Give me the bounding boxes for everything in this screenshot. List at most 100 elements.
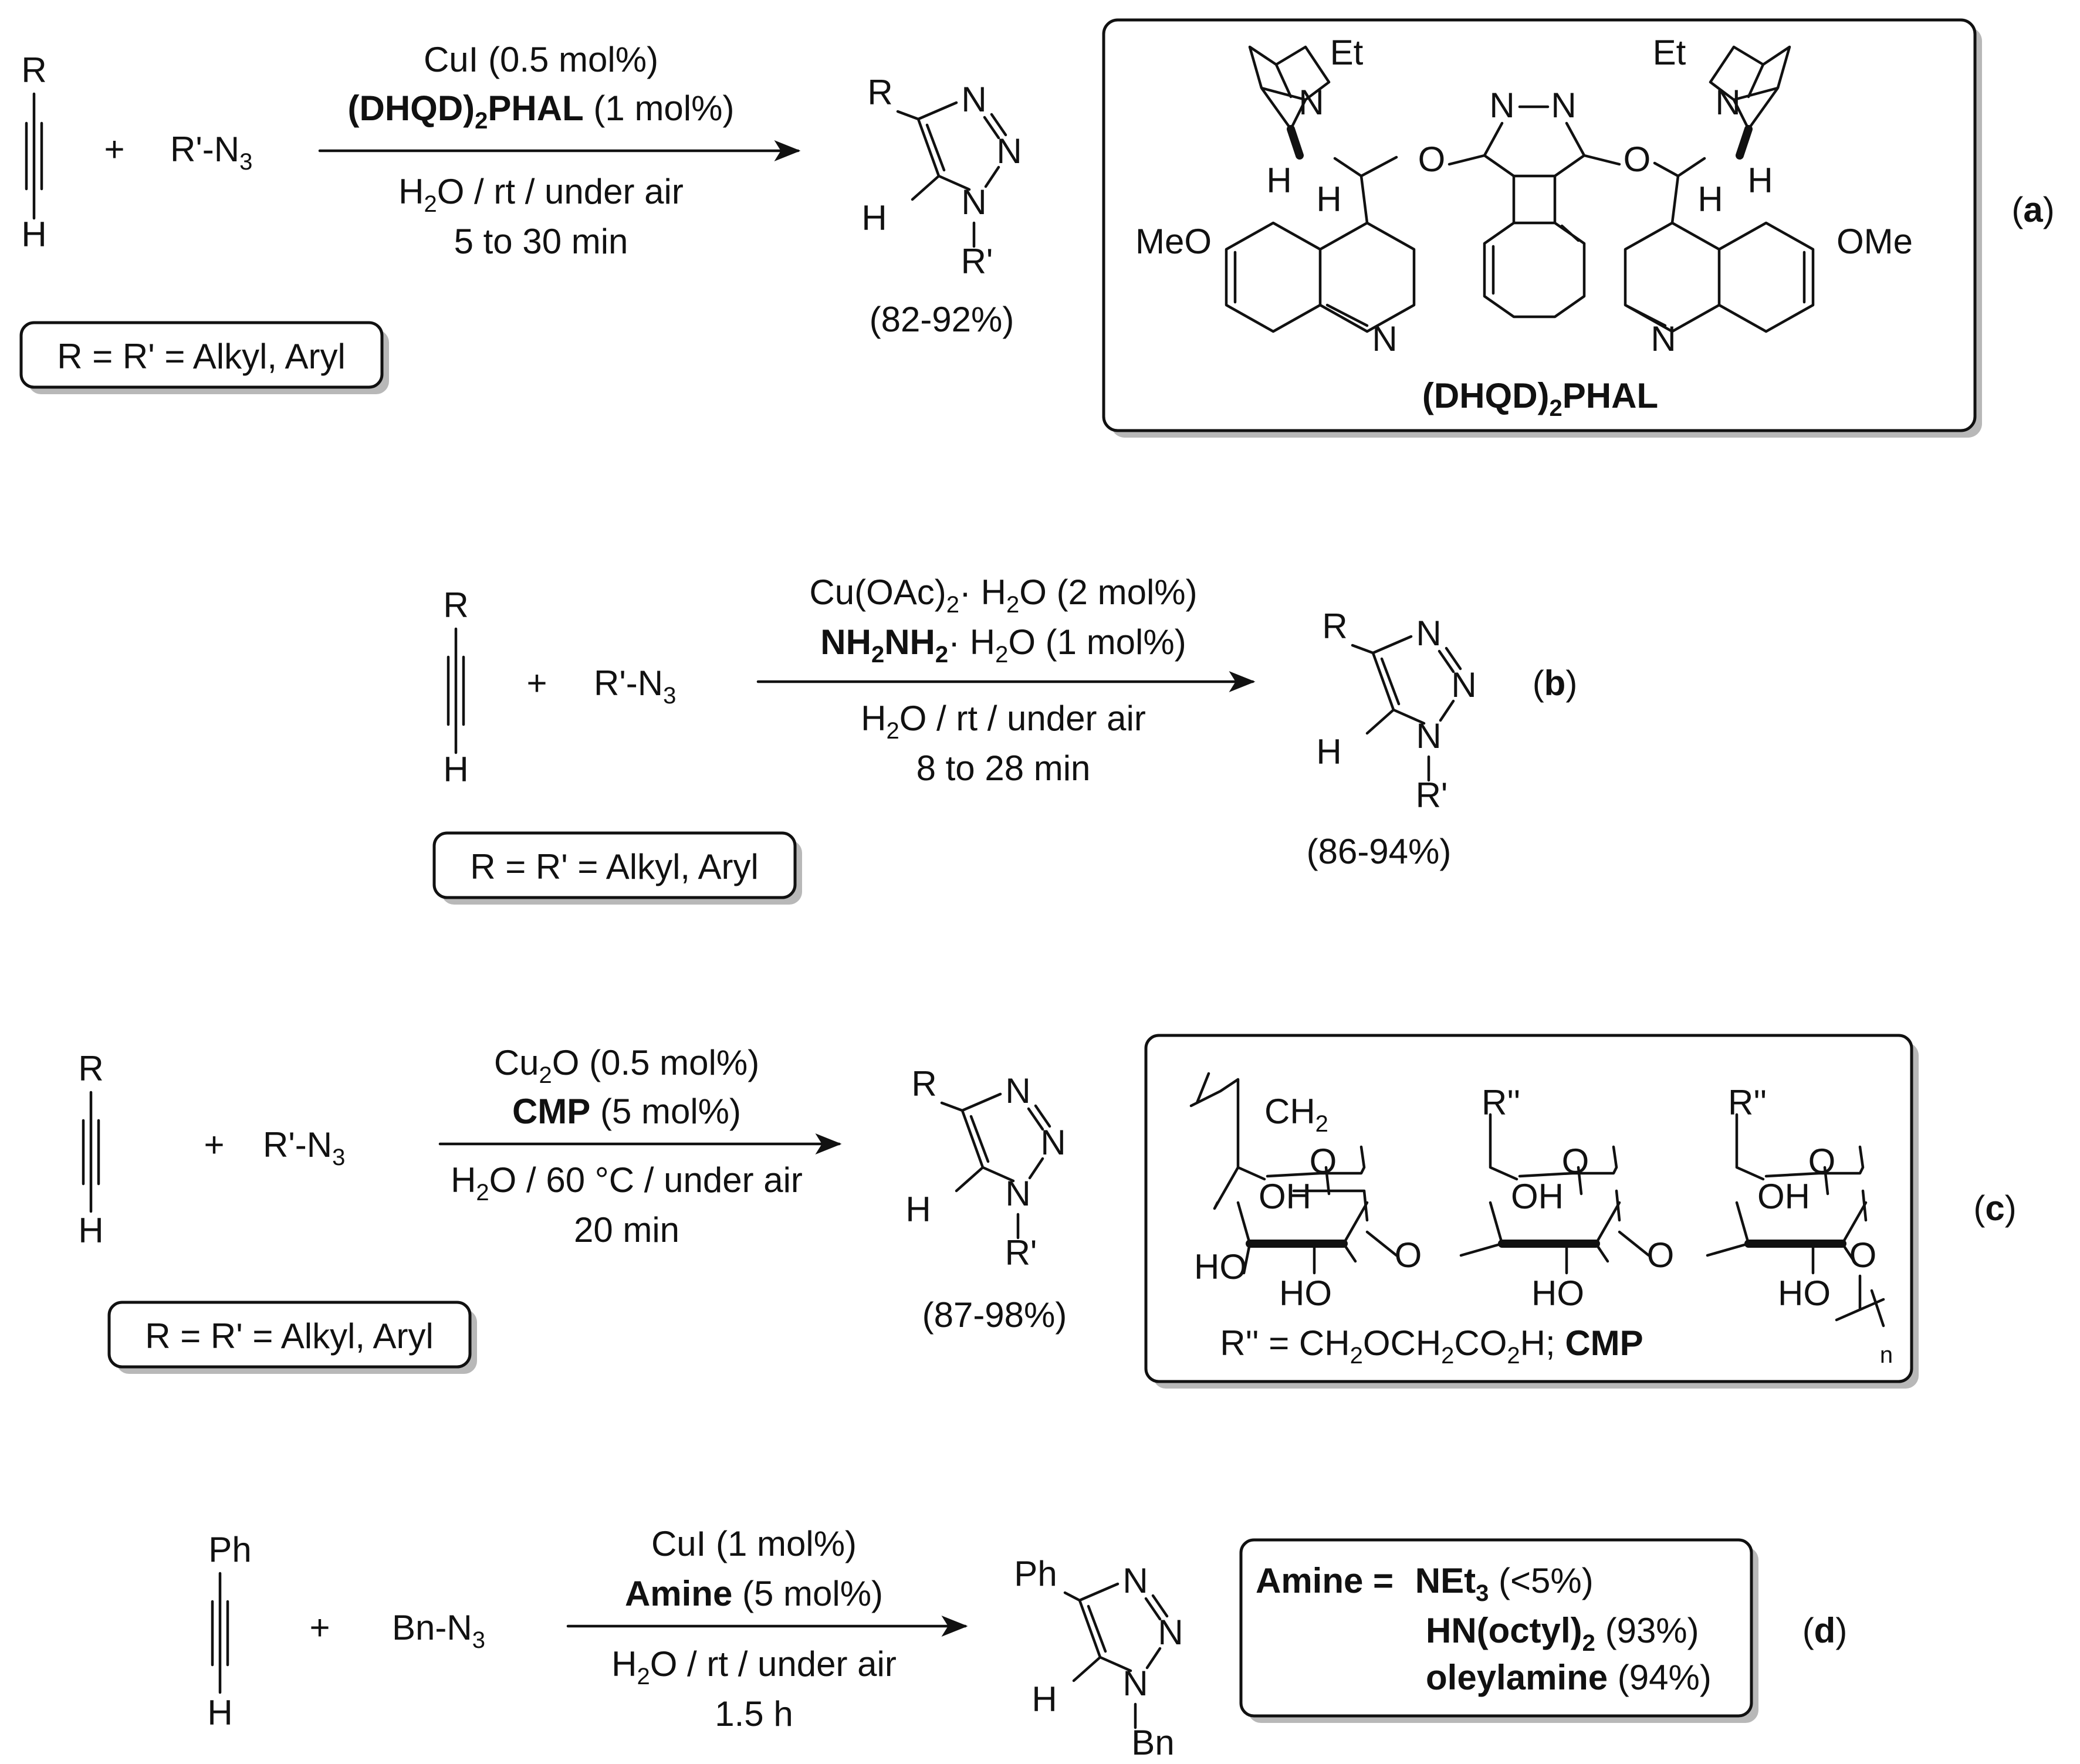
- triazole-n2: N: [996, 131, 1022, 171]
- condition-catalyst: CuI (0.5 mol%): [424, 40, 658, 79]
- condition-solvent: H2O / rt / under air: [398, 172, 684, 217]
- condition-ligand: (DHQD)2PHAL (1 mol%): [348, 89, 735, 134]
- sugar-unit-1: CH2 O OH HO HO: [1189, 1072, 1398, 1313]
- amine-box: [1239, 1538, 1753, 1718]
- alkyne-d: Ph H: [207, 1530, 251, 1732]
- oh-label: OH: [1757, 1177, 1810, 1216]
- scope-label: R = R' = Alkyl, Aryl: [57, 337, 346, 376]
- ring-o: O: [1808, 1142, 1836, 1181]
- triazole-product-c: R N N N H R': [905, 1064, 1066, 1272]
- azide-reagent: Bn-N3: [392, 1608, 485, 1653]
- h-right-2: H: [1697, 180, 1723, 219]
- scope-label: R = R' = Alkyl, Aryl: [145, 1316, 434, 1356]
- scope-box-c: [107, 1301, 472, 1369]
- quinuclidine-n-left: N: [1298, 83, 1324, 122]
- product-rprime-label: R': [1005, 1233, 1037, 1272]
- condition-support: CMP (5 mol%): [512, 1092, 741, 1131]
- ch2-label: CH2: [1264, 1092, 1328, 1137]
- dhqd2phal-structure: Et N H H O N MeO N N O Et N H H: [1135, 33, 1913, 421]
- triazole-n1: N: [1005, 1071, 1030, 1110]
- alkyne-a: R H: [21, 50, 46, 254]
- triazole-n1: N: [1122, 1561, 1148, 1600]
- alkyne-top-label: Ph: [208, 1530, 251, 1569]
- product-ph-label: Ph: [1014, 1554, 1057, 1593]
- scope-box-a: [19, 321, 384, 389]
- triazole-n1: N: [961, 80, 986, 119]
- alkyne-c: R H: [78, 1049, 103, 1250]
- alkyne-top-label: R: [21, 50, 46, 90]
- sugar-unit-2: R'' O OH HO: [1459, 1083, 1651, 1313]
- condition-time: 20 min: [574, 1210, 679, 1250]
- terminal-o: O: [1849, 1235, 1877, 1275]
- panel-tag-d: (d): [1802, 1611, 1848, 1650]
- yield-b: (86-94%): [1307, 832, 1452, 871]
- amine-row-3: oleylamine (94%): [1426, 1658, 1712, 1697]
- oh-label: OH: [1259, 1177, 1311, 1216]
- ethyl-right: Et: [1653, 33, 1686, 72]
- condition-time: 8 to 28 min: [916, 749, 1091, 788]
- azide-reagent: R'-N3: [263, 1125, 345, 1170]
- condition-solvent: H2O / rt / under air: [861, 699, 1146, 744]
- alkyne-bottom-label: H: [21, 215, 46, 254]
- product-r-label: R: [911, 1064, 936, 1103]
- ho-label: HO: [1279, 1274, 1332, 1313]
- h-right-1: H: [1747, 161, 1773, 200]
- panel-d: Ph H + Bn-N3 CuI (1 mol%) Amine (5 mol%)…: [207, 1524, 1847, 1762]
- triazole-n3: N: [1005, 1174, 1030, 1213]
- triazole-n1: N: [1416, 614, 1441, 653]
- triazole-n2: N: [1040, 1123, 1066, 1162]
- ho-label: HO: [1778, 1274, 1831, 1313]
- cmp-structure: CH2 O OH HO HO O R'' O OH HO O R'': [1189, 1072, 1893, 1369]
- condition-catalyst: Cu2O (0.5 mol%): [494, 1043, 759, 1088]
- product-r-label: R: [1322, 607, 1347, 646]
- oh-label: OH: [1511, 1177, 1564, 1216]
- rpp-label: R'': [1482, 1083, 1520, 1122]
- product-h-label: H: [905, 1190, 931, 1229]
- yield-a: (82-92%): [870, 300, 1014, 339]
- phthalazine-n1: N: [1489, 86, 1514, 125]
- cmp-definition: R'' = CH2OCH2CO2H; CMP: [1220, 1323, 1643, 1369]
- ho-label: HO: [1194, 1247, 1247, 1286]
- plus-sign: +: [104, 130, 124, 169]
- quinuclidine-n-right: N: [1715, 83, 1740, 122]
- product-rprime-label: R': [1416, 776, 1448, 815]
- panel-b: R H + R'-N3 Cu(OAc)2· H2O (2 mol%) NH2NH…: [432, 573, 1578, 905]
- condition-solvent: H2O / 60 °C / under air: [451, 1160, 803, 1206]
- triazole-product-b: R N N N H R': [1316, 607, 1476, 815]
- repeat-n: n: [1880, 1342, 1893, 1368]
- ring-o: O: [1310, 1142, 1337, 1181]
- triazole-n2: N: [1158, 1613, 1183, 1652]
- alkyne-b: R H: [443, 585, 468, 789]
- alkyne-top-label: R: [443, 585, 468, 625]
- amine-row-1: Amine = NEt3 (<5%): [1256, 1561, 1594, 1606]
- alkyne-bottom-label: H: [443, 750, 468, 789]
- triazole-product-d: Ph N N N H Bn: [1014, 1554, 1183, 1762]
- triazole-n2: N: [1451, 665, 1476, 705]
- scope-box-b: [432, 831, 797, 899]
- alkyne-bottom-label: H: [78, 1211, 103, 1250]
- rpp-label: R'': [1728, 1083, 1767, 1122]
- panel-a: R H + R'-N3 CuI (0.5 mol%) (DHQD)2PHAL (…: [19, 18, 2055, 438]
- condition-catalyst: CuI (1 mol%): [651, 1524, 857, 1563]
- azide-reagent: R'-N3: [594, 663, 676, 709]
- ether-o-right: O: [1624, 140, 1651, 179]
- azide-reagent: R'-N3: [170, 130, 252, 175]
- condition-reductant: NH2NH2· H2O (1 mol%): [820, 622, 1186, 668]
- product-r-label: R: [867, 73, 892, 112]
- product-h-label: H: [1031, 1680, 1057, 1719]
- plus-sign: +: [526, 663, 547, 703]
- product-h-label: H: [1316, 732, 1341, 771]
- methoxy-left: MeO: [1135, 222, 1212, 261]
- cmp-box: [1144, 1034, 1913, 1383]
- condition-amine: Amine (5 mol%): [625, 1574, 883, 1613]
- h-left-1: H: [1266, 161, 1291, 200]
- condition-solvent: H2O / rt / under air: [611, 1644, 897, 1689]
- triazole-product-a: R N N N H R': [861, 73, 1022, 281]
- glycosidic-o-1: O: [1395, 1235, 1422, 1275]
- panel-tag-b: (b): [1533, 663, 1578, 703]
- triazole-n3: N: [1416, 716, 1441, 756]
- ether-o-left: O: [1418, 140, 1446, 179]
- h-left-2: H: [1316, 180, 1341, 219]
- ring-o: O: [1562, 1142, 1589, 1181]
